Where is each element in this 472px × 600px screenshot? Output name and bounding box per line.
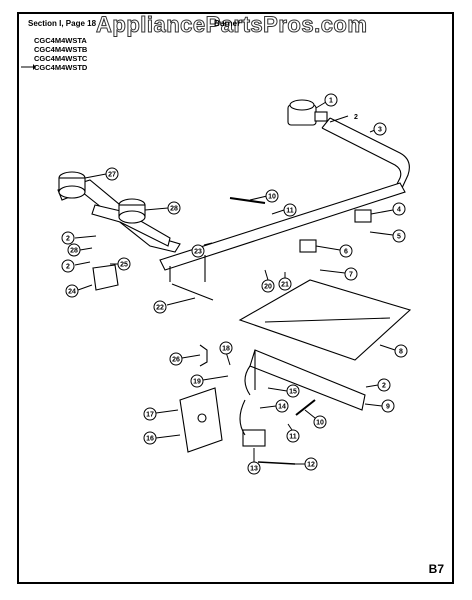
callout-12: 12 xyxy=(293,457,318,471)
diagram-frame xyxy=(17,12,454,584)
page-code: B7 xyxy=(428,562,444,576)
callout-15: 15 xyxy=(267,384,300,398)
svg-text:4: 4 xyxy=(397,207,401,214)
model-number: CGC4M4WSTA xyxy=(34,36,87,45)
svg-text:2: 2 xyxy=(354,114,358,121)
svg-text:15: 15 xyxy=(289,389,297,396)
callout-2: 2 xyxy=(329,114,358,123)
callout-2d: 2 xyxy=(365,378,391,392)
gas-supply-pipe xyxy=(321,117,410,189)
pressure-regulator xyxy=(287,99,328,126)
callout-28: 28 xyxy=(144,201,181,215)
callout-23: 23 xyxy=(191,242,213,258)
svg-text:24: 24 xyxy=(68,289,76,296)
callout-13: 13 xyxy=(247,448,261,475)
igniter-bracket xyxy=(92,264,119,291)
callout-1: 1 xyxy=(315,93,338,109)
model-number: CGC4M4WSTD xyxy=(34,63,88,72)
svg-text:14: 14 xyxy=(278,404,286,411)
svg-text:20: 20 xyxy=(264,284,272,291)
callout-22: 22 xyxy=(153,297,196,314)
svg-text:2: 2 xyxy=(382,383,386,390)
callout-14: 14 xyxy=(259,399,289,413)
callout-16: 16 xyxy=(143,431,181,445)
callout-2b: 2 xyxy=(61,231,97,245)
model-pointer-arrow xyxy=(21,64,36,70)
watermark: AppliancePartsPros.com xyxy=(95,12,368,38)
diagram-title: Burner xyxy=(214,19,241,28)
svg-text:6: 6 xyxy=(344,249,348,256)
oven-burner-deflector xyxy=(238,279,412,361)
callout-27: 27 xyxy=(84,167,119,181)
thermocouple-wire xyxy=(171,283,214,301)
svg-text:13: 13 xyxy=(250,466,258,473)
svg-text:22: 22 xyxy=(156,305,164,312)
callout-28b: 28 xyxy=(67,243,93,257)
model-number: CGC4M4WSTC xyxy=(34,54,88,63)
callout-17: 17 xyxy=(143,407,179,421)
svg-text:3: 3 xyxy=(378,127,382,134)
oven-safety-valve xyxy=(239,399,266,447)
svg-text:21: 21 xyxy=(281,282,289,289)
svg-text:1: 1 xyxy=(329,98,333,105)
burner-valves xyxy=(299,209,372,253)
manifold-bar xyxy=(159,182,406,282)
callout-20: 20 xyxy=(261,269,275,293)
callout-3: 3 xyxy=(369,122,387,136)
callout-19: 19 xyxy=(190,374,229,388)
svg-text:16: 16 xyxy=(146,436,154,443)
callout-11: 11 xyxy=(271,203,297,217)
callout-2c: 2 xyxy=(61,259,91,273)
svg-text:17: 17 xyxy=(146,412,154,419)
oven-burner xyxy=(244,349,366,411)
igniter-hook xyxy=(199,344,208,367)
callout-5: 5 xyxy=(369,229,406,243)
callout-25: 25 xyxy=(110,257,131,271)
svg-text:5: 5 xyxy=(397,234,401,241)
svg-text:12: 12 xyxy=(307,462,315,469)
callout-26: 26 xyxy=(169,352,201,366)
svg-text:11: 11 xyxy=(286,208,294,215)
svg-text:25: 25 xyxy=(120,262,128,269)
svg-text:8: 8 xyxy=(399,349,403,356)
callout-9: 9 xyxy=(364,399,395,413)
callout-6: 6 xyxy=(315,244,353,258)
svg-text:7: 7 xyxy=(349,272,353,279)
callout-7: 7 xyxy=(319,267,358,281)
svg-text:9: 9 xyxy=(386,404,390,411)
model-number: CGC4M4WSTB xyxy=(34,45,88,54)
callout-18: 18 xyxy=(219,341,233,366)
svg-text:2: 2 xyxy=(66,264,70,271)
svg-text:28: 28 xyxy=(70,248,78,255)
svg-text:2: 2 xyxy=(66,236,70,243)
svg-text:10: 10 xyxy=(268,194,276,201)
svg-text:10: 10 xyxy=(316,420,324,427)
svg-text:28: 28 xyxy=(170,206,178,213)
callout-24: 24 xyxy=(65,284,93,298)
callout-11b: 11 xyxy=(286,423,300,443)
svg-text:19: 19 xyxy=(193,379,201,386)
svg-text:26: 26 xyxy=(172,357,180,364)
svg-text:23: 23 xyxy=(194,249,202,256)
safety-valve-bracket xyxy=(179,387,223,453)
callout-10: 10 xyxy=(249,189,279,203)
top-burner-tubes xyxy=(57,171,181,253)
callout-10b: 10 xyxy=(304,409,327,429)
svg-text:11: 11 xyxy=(289,434,297,441)
svg-text:18: 18 xyxy=(222,346,230,353)
callout-4: 4 xyxy=(370,202,406,216)
callout-21: 21 xyxy=(278,272,292,291)
callout-8: 8 xyxy=(379,344,408,358)
svg-text:27: 27 xyxy=(108,172,116,179)
section-label: Section I, Page 18 xyxy=(28,19,97,28)
